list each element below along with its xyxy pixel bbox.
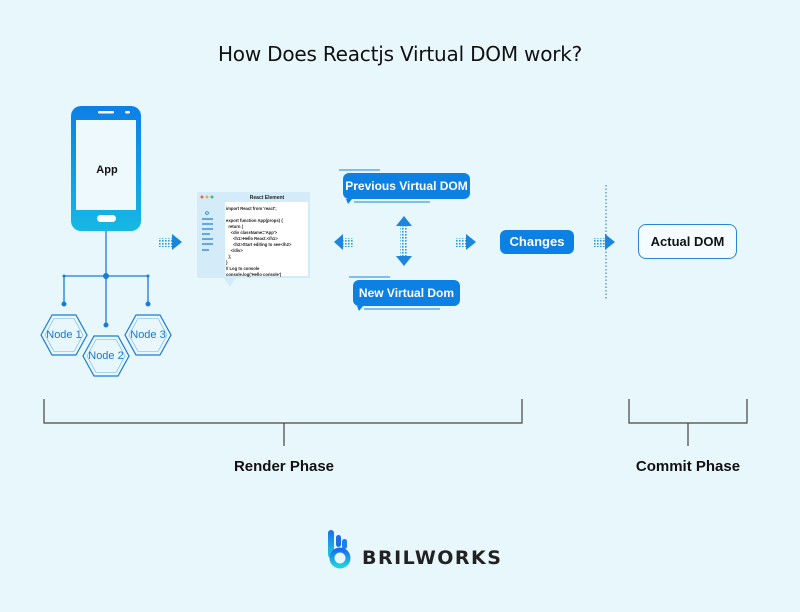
code-line: </div> — [226, 248, 243, 253]
smartphone-icon — [71, 106, 141, 231]
node-2-hexagon — [82, 335, 130, 377]
code-line: return ( — [226, 224, 243, 229]
code-line: ); — [226, 254, 232, 259]
arrow-right-icon — [159, 234, 182, 250]
arrow-right-icon — [594, 234, 615, 250]
commit-phase-label: Commit Phase — [635, 458, 741, 475]
code-line: // Log to console — [226, 266, 260, 271]
node-3-hexagon — [124, 314, 172, 356]
compare-double-arrow-icon — [396, 216, 412, 266]
actual-dom-box: Actual DOM — [638, 224, 737, 259]
app-label: App — [96, 164, 118, 176]
brand-name: BRILWORKS — [362, 547, 503, 569]
node-3-label: Node 3 — [130, 329, 166, 341]
render-phase-bracket — [43, 399, 523, 446]
commit-phase-bracket — [628, 399, 748, 446]
code-line: <div className='App'> — [226, 230, 278, 235]
node-2-label: Node 2 — [88, 350, 124, 362]
code-line: <h1>Hello React.</h1> — [226, 236, 278, 241]
arrow-right-icon — [455, 234, 476, 250]
react-element-window — [197, 192, 310, 287]
react-element-title: React Element — [249, 195, 285, 201]
code-line: export function App(props) { — [226, 218, 283, 223]
previous-virtual-dom-bubble: Previous Virtual DOM — [343, 173, 470, 199]
node-1-label: Node 1 — [46, 329, 82, 341]
code-line: import React from 'react'; — [226, 206, 277, 211]
tree-connector — [63, 231, 149, 325]
tree-junction-dots — [61, 273, 151, 328]
new-virtual-dom-bubble: New Virtual Dom — [353, 280, 460, 306]
code-line: } — [226, 260, 228, 265]
code-line: <h2>Start editing to see</h2> — [226, 242, 292, 247]
sidebar-lines-icon — [202, 218, 213, 251]
changes-box: Changes — [500, 230, 574, 254]
new-dom-bubble-decoration — [349, 276, 440, 311]
node-1-hexagon — [40, 314, 88, 356]
previous-dom-bubble-decoration — [339, 169, 430, 204]
brilworks-logo-icon — [328, 530, 351, 569]
diagram-title: How Does Reactjs Virtual DOM work? — [217, 42, 583, 66]
arrow-left-icon — [334, 234, 353, 250]
code-line: console.log('Hello console') — [226, 272, 282, 277]
render-phase-label: Render Phase — [233, 458, 335, 475]
